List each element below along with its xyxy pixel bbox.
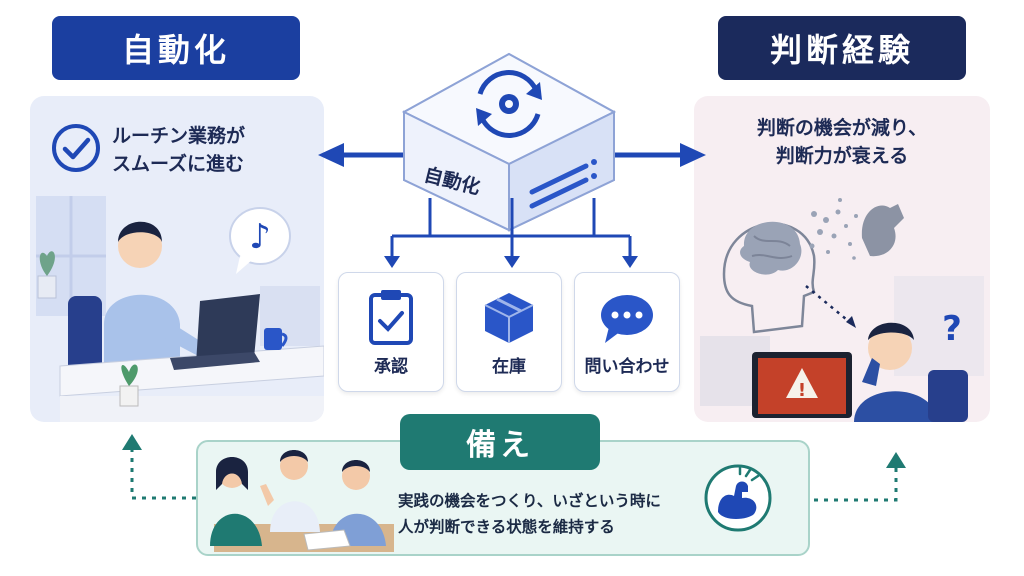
right-description: 判断の機会が減り、 判断力が衰える bbox=[694, 114, 990, 170]
right-panel: ? ! bbox=[694, 96, 990, 422]
bottom-description: 実践の機会をつくり、いざという時に 人が判断できる状態を維持する bbox=[398, 488, 661, 540]
left-desc-line2: スムーズに進む bbox=[112, 153, 245, 175]
arrow-left-icon bbox=[318, 143, 344, 167]
bottom-title: 備え bbox=[466, 428, 534, 463]
card-inquiry-label: 問い合わせ bbox=[584, 357, 670, 377]
right-title: 判断経験 bbox=[769, 31, 914, 69]
arrow-up-icon bbox=[122, 434, 142, 450]
card-inquiry[interactable]: 問い合わせ bbox=[574, 272, 680, 392]
check-circle-icon bbox=[52, 124, 100, 172]
arrow-up-icon bbox=[886, 452, 906, 468]
warning-icon: ! bbox=[798, 380, 806, 401]
bottom-desc-line1: 実践の機会をつくり、いざという時に bbox=[398, 492, 661, 510]
left-description: ルーチン業務が スムーズに進む bbox=[112, 122, 245, 178]
left-title: 自動化 bbox=[121, 31, 230, 69]
card-approval-label: 承認 bbox=[374, 357, 408, 377]
team-meeting-illustration bbox=[210, 450, 394, 552]
left-desc-line1: ルーチン業務が bbox=[112, 125, 246, 147]
left-title-box: 自動化 bbox=[52, 16, 300, 80]
chat-bubble-icon bbox=[601, 295, 653, 343]
arrow-right-icon bbox=[680, 143, 706, 167]
dotted-arrow-right bbox=[814, 452, 906, 502]
card-inventory[interactable]: 在庫 bbox=[456, 272, 562, 392]
clipboard-check-icon bbox=[369, 290, 413, 345]
automation-server bbox=[401, 52, 617, 232]
gear-cycle-icon bbox=[476, 70, 542, 138]
box-icon bbox=[484, 293, 534, 343]
left-panel: ♪ bbox=[30, 96, 324, 422]
office-worker-illustration: ♪ bbox=[36, 196, 324, 422]
strong-arm-icon bbox=[704, 464, 772, 532]
dotted-arrow-left bbox=[122, 434, 196, 500]
bottom-title-box: 備え bbox=[400, 414, 600, 470]
declining-judgment-illustration: ? ! bbox=[700, 198, 984, 422]
right-desc-line2: 判断力が衰える bbox=[775, 145, 909, 167]
right-desc-line1: 判断の機会が減り、 bbox=[756, 117, 928, 139]
right-title-box: 判断経験 bbox=[718, 16, 966, 80]
question-mark-icon: ? bbox=[942, 309, 962, 349]
card-inventory-label: 在庫 bbox=[492, 357, 526, 377]
bottom-desc-line2: 人が判断できる状態を維持する bbox=[398, 518, 615, 536]
card-approval[interactable]: 承認 bbox=[338, 272, 444, 392]
distribution-lines bbox=[384, 198, 638, 268]
music-note-icon: ♪ bbox=[249, 217, 271, 257]
